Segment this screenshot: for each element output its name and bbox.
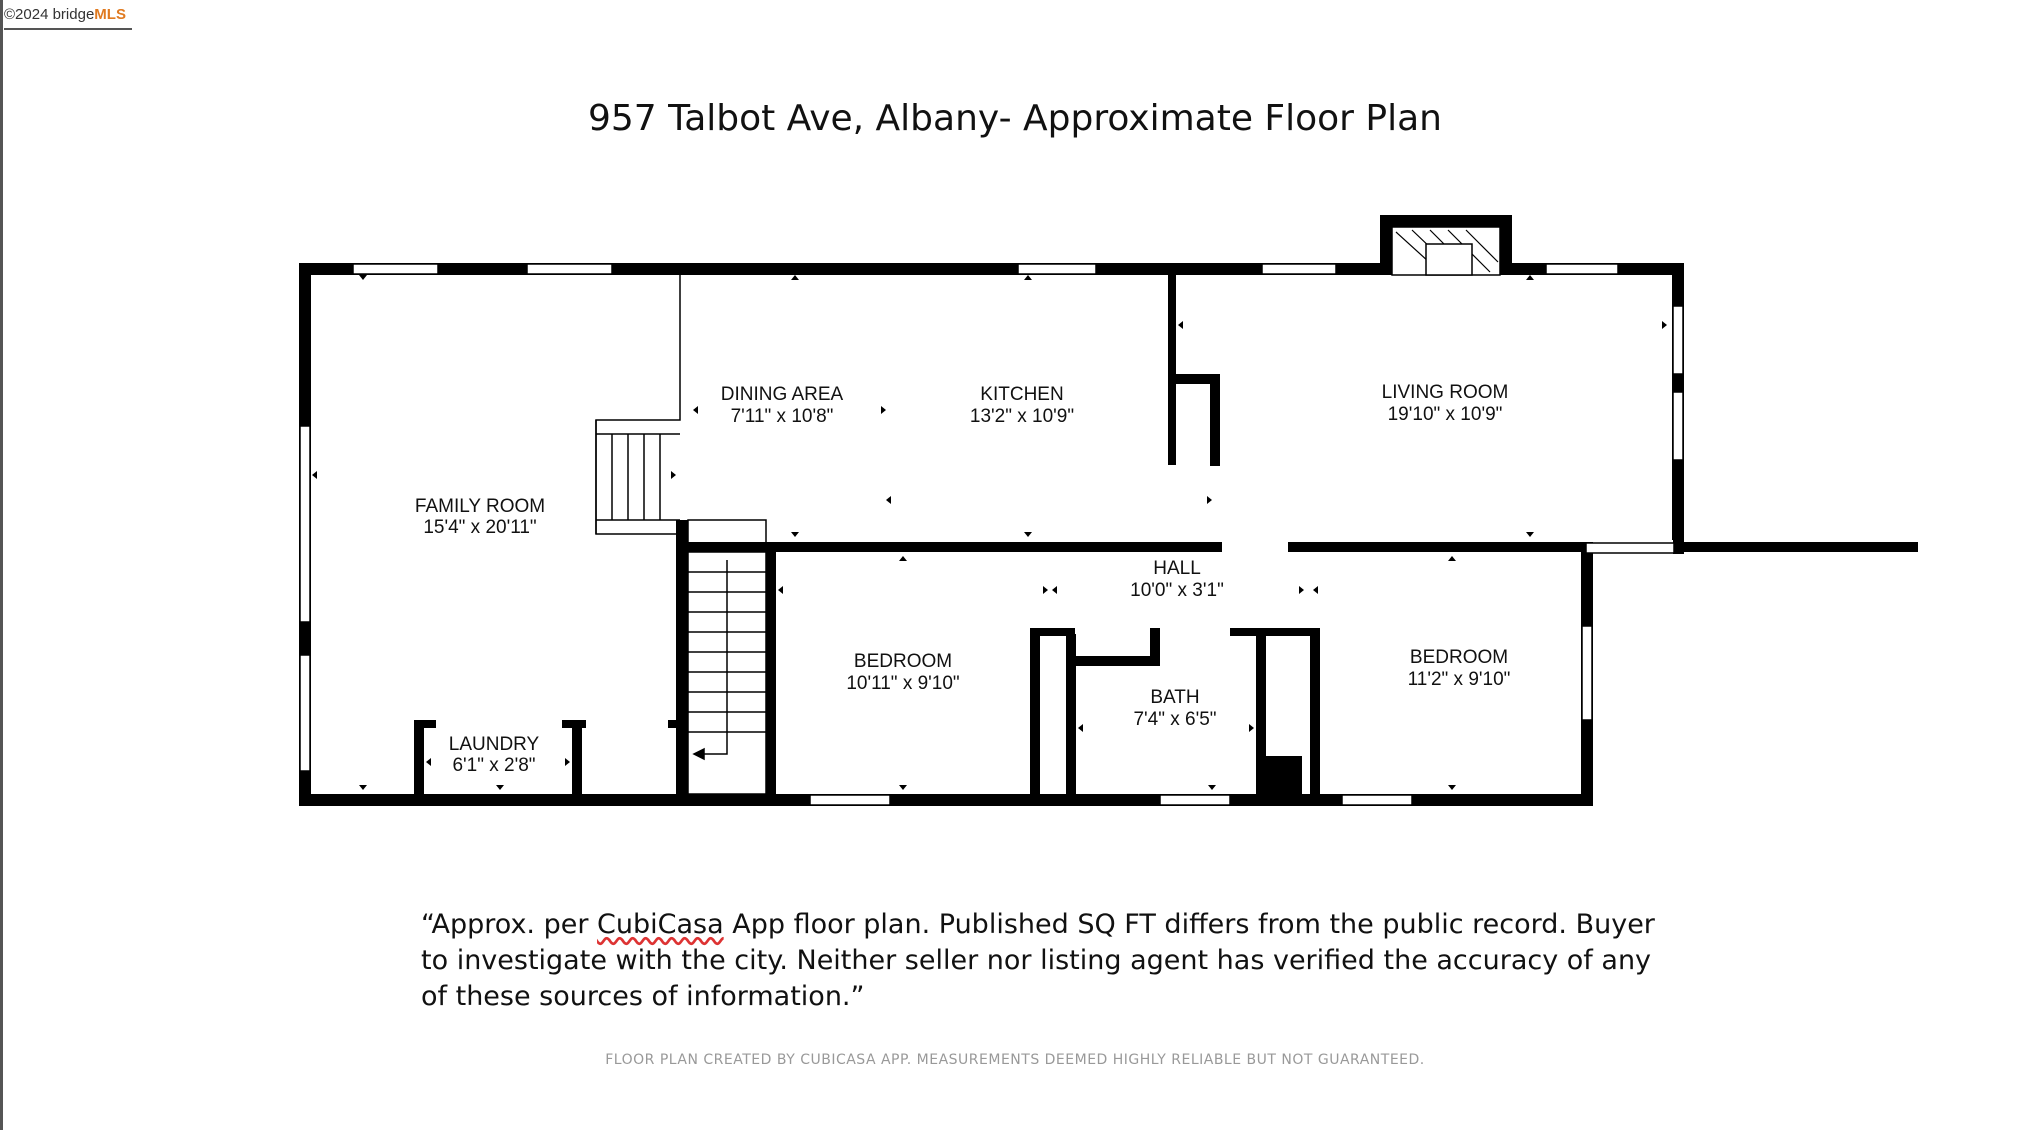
- chimney-left: [1380, 215, 1392, 275]
- dimension-markers: [312, 275, 1667, 790]
- wall-kitchen-closet-top: [1168, 374, 1218, 384]
- chimney-top: [1380, 215, 1512, 227]
- disclaimer-brand: CubiCasa: [597, 909, 724, 940]
- wall-bedrooms-top: [688, 542, 1918, 552]
- hall-name: HALL: [1153, 558, 1201, 579]
- window: [1545, 263, 1619, 275]
- disclaimer-open: “Approx. per: [421, 909, 598, 940]
- wall-bath-left: [1066, 628, 1076, 806]
- wall-kitchen-closet-right: [1210, 374, 1220, 466]
- fireplace: [1391, 226, 1501, 276]
- wall-bedroom1-right: [1030, 628, 1040, 806]
- window: [1017, 263, 1097, 275]
- kitchen-size: 13'2" x 10'9": [970, 406, 1074, 427]
- window: [1159, 794, 1231, 806]
- wall-bath-notch: [1150, 628, 1160, 664]
- window: [526, 263, 613, 275]
- bath-name: BATH: [1150, 687, 1199, 708]
- stairs-lower-outline: [687, 519, 767, 795]
- wall-laundry-left: [414, 720, 424, 806]
- wall-hall-right: [1230, 628, 1320, 636]
- room-labels: FAMILY ROOM 15'4" x 20'11" DINING AREA 7…: [415, 382, 1511, 776]
- watermark-copyright: ©2024 bridge: [4, 6, 95, 23]
- copyright-watermark: ©2024 bridgeMLS: [4, 6, 132, 30]
- wall-bath-right: [1256, 628, 1266, 806]
- wall-bedroom1-left: [766, 542, 776, 806]
- window: [299, 654, 311, 772]
- watermark-brand-accent: MLS: [94, 6, 126, 23]
- window: [1341, 794, 1413, 806]
- windows: [299, 263, 1684, 806]
- chimney-right: [1500, 215, 1512, 275]
- bedroom-1-size: 10'11" x 9'10": [846, 673, 959, 694]
- wall-closet-right: [1310, 628, 1320, 806]
- bedroom-2-name: BEDROOM: [1410, 647, 1508, 668]
- wall-stair-divider: [676, 520, 688, 806]
- window: [1261, 263, 1337, 275]
- dining-area-size: 7'11" x 10'8": [731, 406, 834, 427]
- stairs: [595, 275, 767, 795]
- wall-kitchen-living-a: [1168, 275, 1176, 465]
- laundry-size: 6'1" x 2'8": [452, 755, 535, 776]
- wall-laundry-right: [572, 720, 582, 806]
- window: [299, 425, 311, 623]
- window: [1672, 305, 1684, 375]
- family-room-name: FAMILY ROOM: [415, 496, 545, 517]
- living-room-name: LIVING ROOM: [1382, 382, 1509, 403]
- stairs-upper-outline: [595, 275, 681, 535]
- wall-top-left: [299, 263, 1386, 275]
- footnote: FLOOR PLAN CREATED BY CUBICASA APP. MEAS…: [605, 1052, 1425, 1068]
- window: [1672, 391, 1684, 461]
- bath-size: 7'4" x 6'5": [1133, 709, 1216, 730]
- floor-plan-title: 957 Talbot Ave, Albany- Approximate Floo…: [588, 98, 1442, 139]
- window: [352, 263, 439, 275]
- window: [809, 794, 891, 806]
- laundry-name: LAUNDRY: [449, 734, 540, 755]
- window: [1581, 625, 1593, 721]
- wall-bath-top-inner: [1076, 656, 1160, 666]
- living-room-size: 19'10" x 10'9": [1388, 404, 1503, 425]
- disclaimer-text: “Approx. per CubiCasa App floor plan. Pu…: [421, 907, 1671, 1015]
- bedroom-2-size: 11'2" x 9'10": [1408, 669, 1511, 690]
- kitchen-name: KITCHEN: [980, 384, 1063, 405]
- window: [1585, 542, 1675, 554]
- hall-size: 10'0" x 3'1": [1130, 580, 1224, 601]
- dining-area-name: DINING AREA: [721, 384, 844, 405]
- wall-hall-left: [1030, 628, 1072, 636]
- closet-block: [1266, 756, 1302, 806]
- family-room-size: 15'4" x 20'11": [423, 517, 536, 538]
- bedroom-1-name: BEDROOM: [854, 651, 952, 672]
- disclaimer-rest: App floor plan. Published SQ FT differs …: [421, 909, 1655, 1012]
